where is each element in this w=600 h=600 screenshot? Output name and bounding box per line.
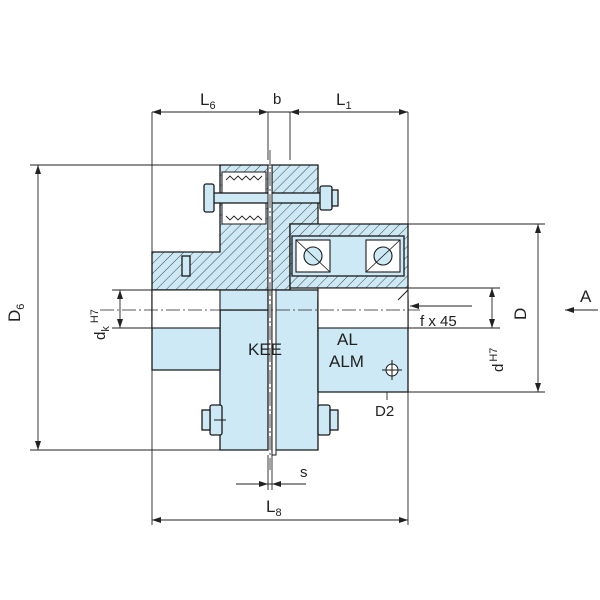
dim-label-D2: D2 <box>375 403 394 420</box>
bearing-right <box>365 239 401 273</box>
bore-left <box>151 289 221 329</box>
svg-text:L6: L6 <box>200 90 216 112</box>
part-label-right-hub-1: AL <box>337 330 358 349</box>
dim-label-L1: L1 <box>336 90 352 112</box>
upper-section <box>151 164 409 291</box>
bearing-left <box>295 239 331 273</box>
set-screw <box>181 255 191 277</box>
dim-label-f45: f x 45 <box>420 313 457 330</box>
bore-right <box>317 287 409 329</box>
svg-text:D6: D6 <box>5 304 27 322</box>
dim-label-s: s <box>300 464 308 481</box>
target-mark <box>382 360 402 380</box>
dim-label-L8: L8 <box>266 497 282 519</box>
lower-view <box>151 287 409 456</box>
dim-label-dH7: dH7 <box>488 348 507 372</box>
svg-text:L8: L8 <box>266 497 282 519</box>
svg-text:dkH7: dkH7 <box>89 309 112 340</box>
right-hub-view <box>271 289 319 451</box>
arrowheads <box>35 109 574 523</box>
part-label-left-hub: KEE <box>248 340 282 359</box>
svg-text:L1: L1 <box>336 90 352 112</box>
chamfer-mark <box>397 289 409 301</box>
part-label-right-hub-2: ALM <box>329 352 364 371</box>
lower-bolt-left <box>201 404 226 436</box>
view-label-A: A <box>580 287 592 306</box>
center-lines <box>100 150 420 470</box>
dimension-lines <box>37 111 598 521</box>
lower-bolt-right <box>317 404 339 436</box>
dim-label-b: b <box>273 91 281 108</box>
dim-label-dk: dkH7 <box>89 309 112 340</box>
gap-s <box>271 289 277 456</box>
svg-text:dH7: dH7 <box>488 348 507 372</box>
svg-text:D: D <box>511 308 530 320</box>
dim-label-L6: L6 <box>200 90 216 112</box>
dim-label-D: D <box>511 308 530 320</box>
dim-label-D6: D6 <box>5 304 27 322</box>
